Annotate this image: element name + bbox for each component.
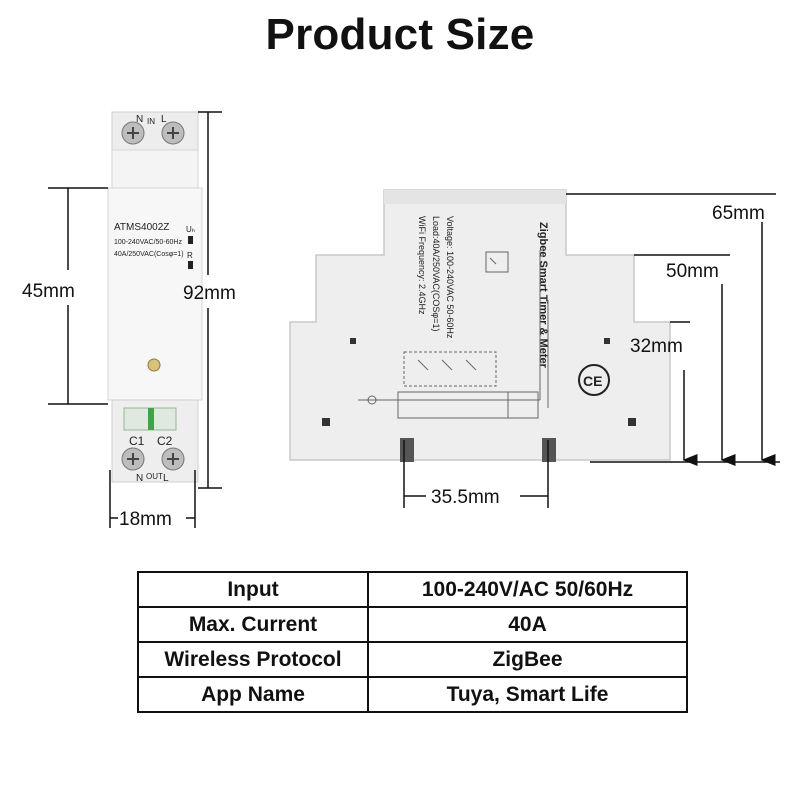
spec-value: 100-240V/AC 50/60Hz — [367, 571, 688, 608]
spec-key: Input — [137, 571, 369, 608]
wiring-schematic — [358, 250, 549, 419]
rivet — [350, 338, 356, 344]
front-dimensions — [48, 111, 222, 528]
dim-32mm: 32mm — [630, 336, 683, 357]
side-voltage: Voltage: 100-240VAC 50-60Hz — [445, 216, 455, 339]
side-mark-r: R — [187, 251, 193, 260]
spec-value: 40A — [367, 606, 688, 643]
green-connector-strip — [148, 408, 154, 430]
label-c1: C1 — [129, 434, 145, 448]
product-diagram: N IN L C1 C2 N OUT L ATMS4002Z 100-240VA… — [22, 111, 780, 530]
svg-text:CE: CE — [583, 373, 602, 389]
page-title: Product Size — [265, 10, 535, 59]
side-dimensions — [403, 193, 780, 508]
terminal-top-in: IN — [147, 117, 155, 126]
front-spec-line2: 40A/250VAC(Cosφ=1) — [114, 251, 184, 258]
indicator-mark — [188, 236, 193, 244]
screw-icon — [121, 121, 145, 145]
terminal-top-n: N — [136, 114, 143, 125]
spec-key: Max. Current — [137, 606, 369, 643]
spec-key: Wireless Protocol — [137, 641, 369, 678]
side-mark-u: Uₕ — [186, 225, 195, 234]
rivet — [322, 418, 330, 426]
spec-value: Tuya, Smart Life — [367, 676, 688, 713]
side-housing — [289, 189, 671, 461]
dim-65mm: 65mm — [712, 203, 765, 224]
spec-value: ZigBee — [367, 641, 688, 678]
front-view: N IN L C1 C2 N OUT L ATMS4002Z 100-240VA… — [107, 111, 203, 484]
din-clip — [542, 438, 556, 462]
rivet — [604, 338, 610, 344]
led-indicator — [147, 358, 161, 372]
screw-icon — [161, 447, 185, 471]
rivet — [628, 418, 636, 426]
side-load: Load:40A/250VAC(COSφ=1) — [431, 216, 441, 331]
side-view: Zigbee Smart Timer & Meter Voltage: 100-… — [289, 189, 671, 462]
terminal-bottom-n: N — [136, 473, 143, 484]
terminal-bottom-l: L — [163, 473, 169, 484]
dim-92mm: 92mm — [183, 283, 236, 304]
top-rib — [384, 190, 566, 204]
label-c2: C2 — [157, 434, 173, 448]
table-row: App Name Tuya, Smart Life — [137, 676, 688, 713]
ce-mark-icon: CE — [578, 364, 610, 396]
terminal-bottom-out: OUT — [146, 472, 163, 481]
dim-18mm: 18mm — [119, 509, 172, 530]
din-clip — [400, 438, 414, 462]
front-spec-line1: 100-240VAC/50-60Hz — [114, 239, 182, 246]
spec-key: App Name — [137, 676, 369, 713]
side-wifi: WiFi Frequency: 2.4GHz — [417, 216, 427, 315]
table-row: Max. Current 40A — [137, 606, 688, 643]
terminal-top-l: L — [161, 114, 167, 125]
dim-50mm: 50mm — [666, 261, 719, 282]
indicator-mark — [188, 261, 193, 269]
spec-table: Input 100-240V/AC 50/60Hz Max. Current 4… — [137, 571, 688, 713]
screw-icon — [161, 121, 185, 145]
side-title: Zigbee Smart Timer & Meter — [537, 222, 549, 369]
screw-icon — [121, 447, 145, 471]
dim-45mm: 45mm — [22, 281, 75, 302]
table-row: Wireless Protocol ZigBee — [137, 641, 688, 678]
top-shoulder — [111, 149, 199, 191]
table-row: Input 100-240V/AC 50/60Hz — [137, 571, 688, 608]
model-label: ATMS4002Z — [114, 222, 169, 233]
dim-35-5mm: 35.5mm — [431, 487, 500, 508]
